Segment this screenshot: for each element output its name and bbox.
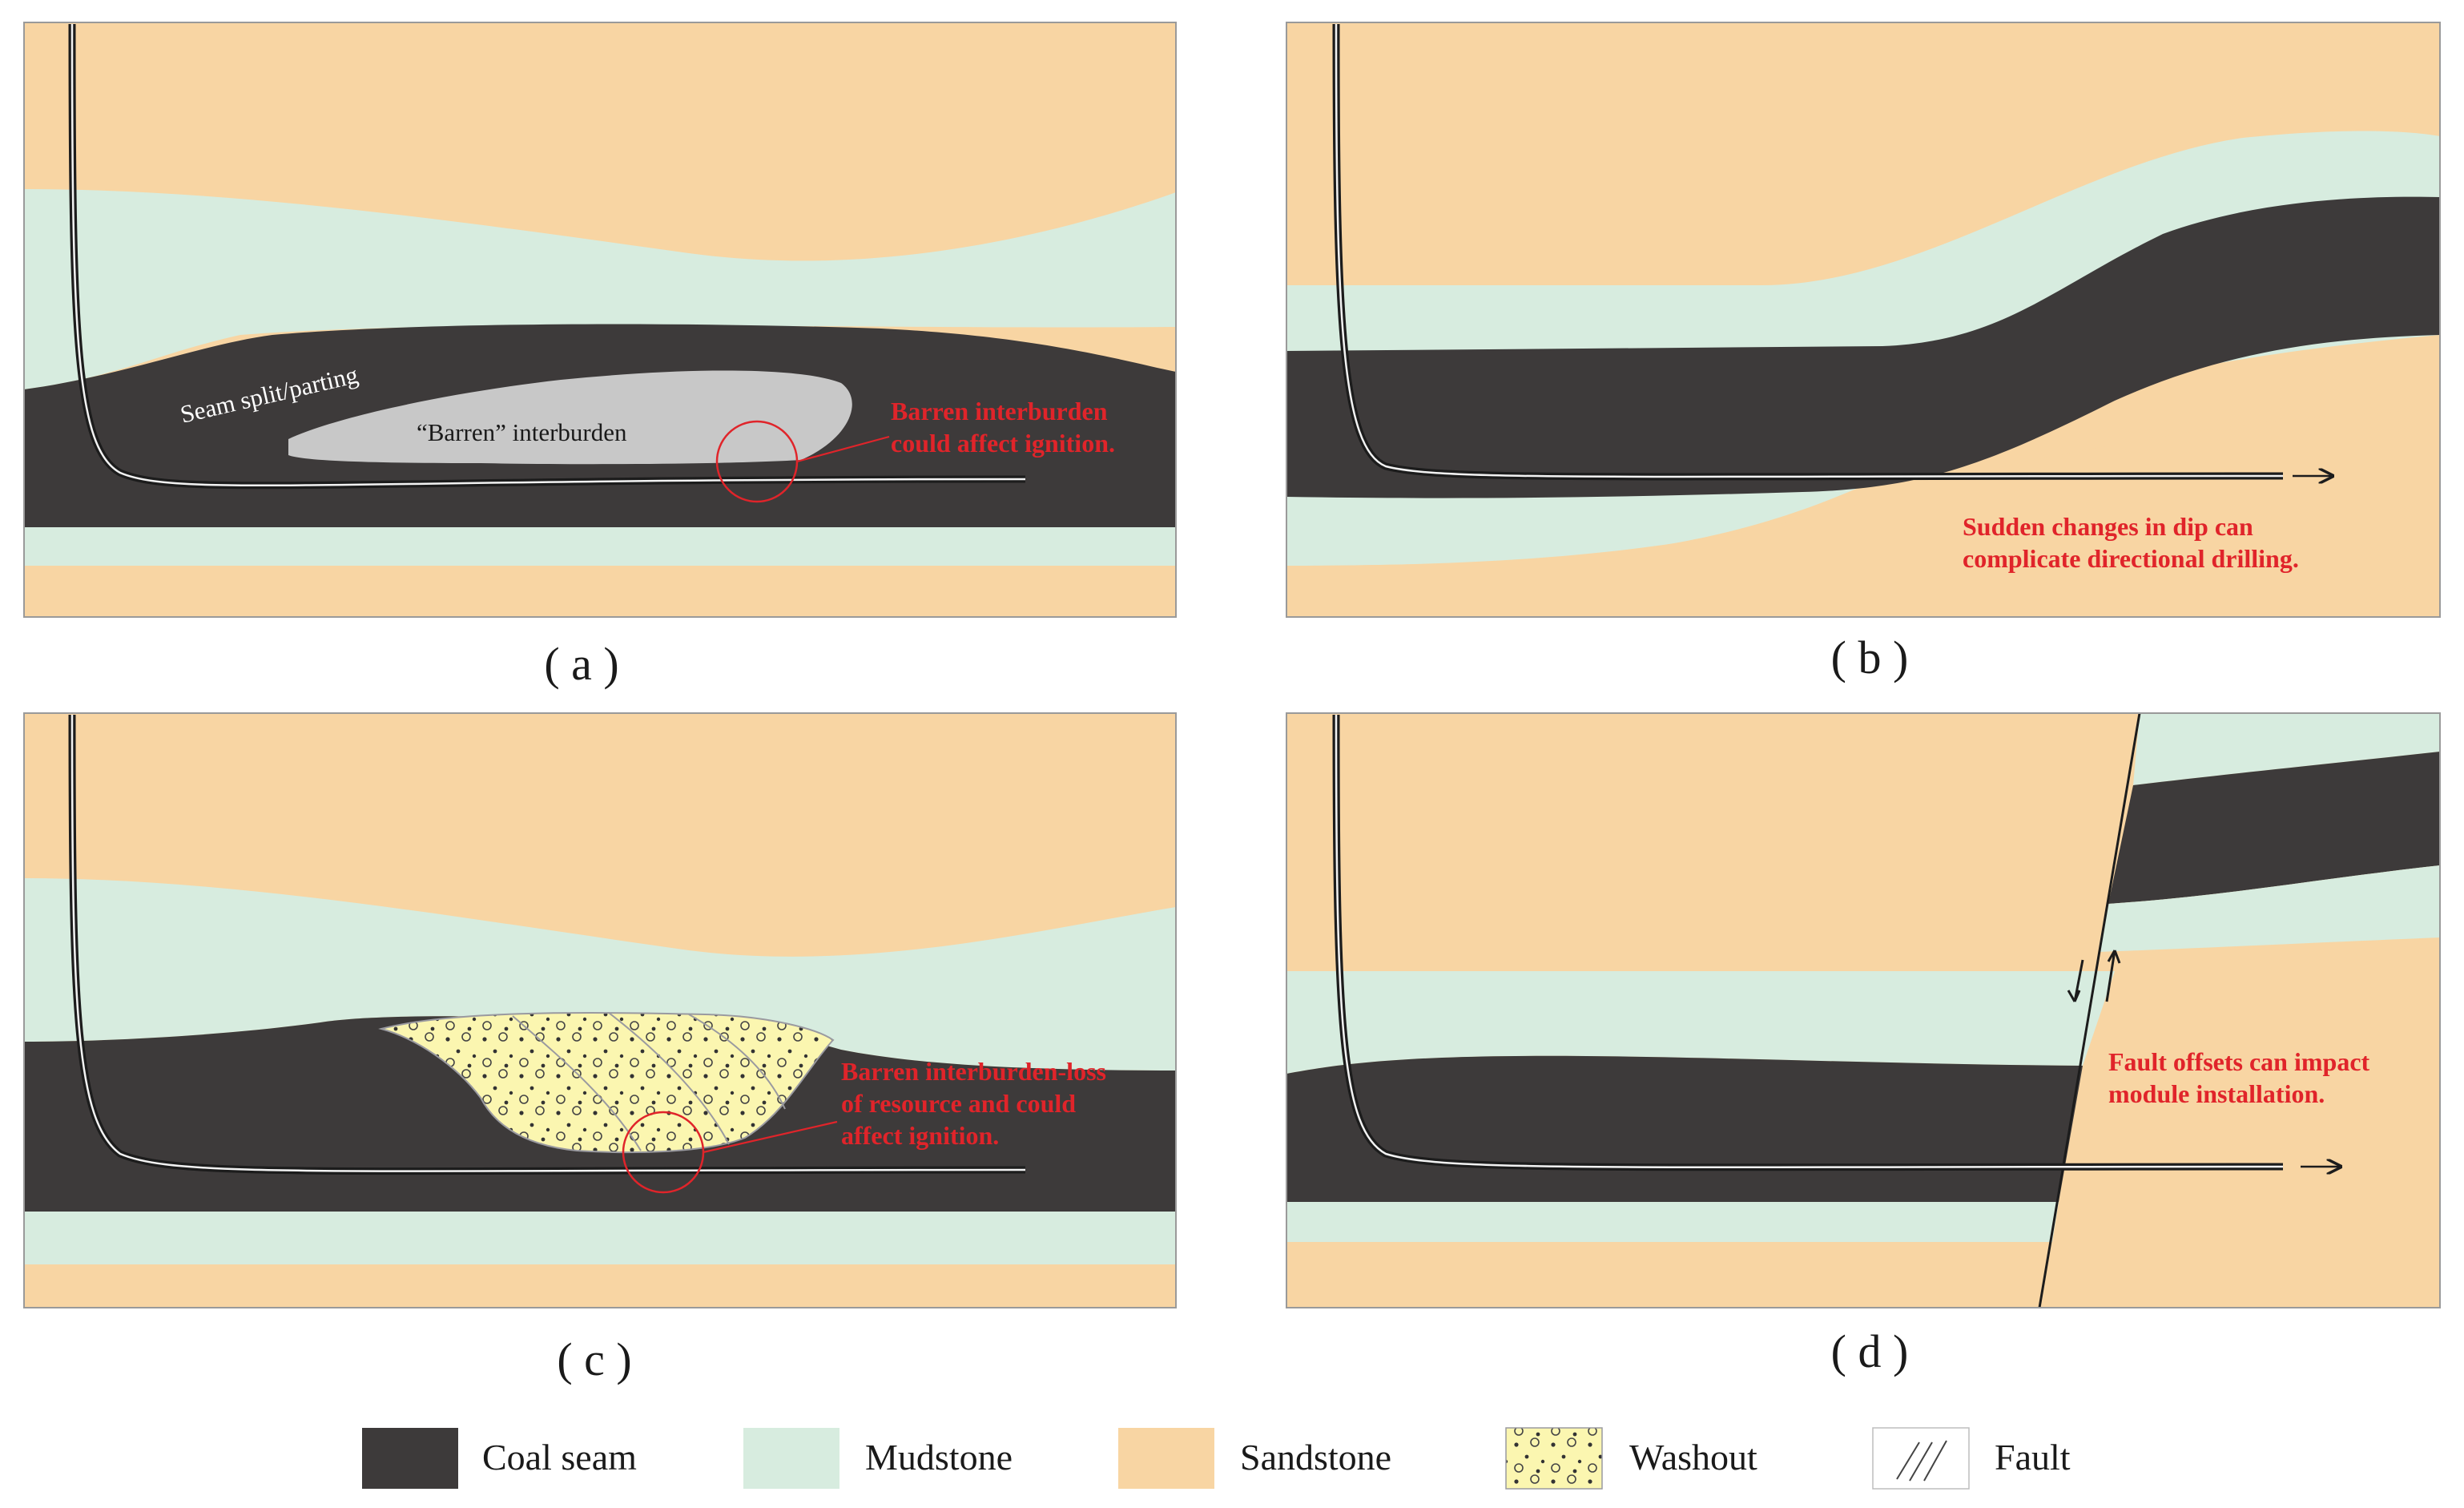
caption-b: ( b ) <box>1831 631 1909 683</box>
panel-a: Seam split/parting “Barren” interburden … <box>23 22 1177 690</box>
well-bore-center <box>70 23 1026 487</box>
note-a-line2: could affect ignition. <box>891 429 1115 458</box>
mudstone-layer <box>1286 1202 2059 1242</box>
panel-frame <box>1286 22 2441 618</box>
coal-seam-layer <box>2108 752 2440 904</box>
callout-line <box>703 1120 838 1154</box>
mudstone-layer <box>1286 971 2115 1074</box>
interburden-label: “Barren” interburden <box>417 418 627 446</box>
well-bore-center <box>1335 714 2284 1168</box>
caption-c: ( c ) <box>557 1333 631 1385</box>
panel-c: Barren interburden-loss of resource and … <box>23 712 1177 1385</box>
legend-label-fault: Fault <box>1995 1437 2071 1478</box>
legend-swatch-coal <box>362 1428 458 1489</box>
barren-interburden-lens <box>288 370 852 465</box>
legend-label-washout: Washout <box>1629 1437 1757 1478</box>
mudstone-layer <box>24 189 1176 389</box>
mudstone-layer <box>24 878 1176 1071</box>
panel-frame <box>23 712 1177 1308</box>
legend-swatch-fault <box>1872 1427 1970 1490</box>
caption-d: ( d ) <box>1831 1325 1909 1377</box>
washout-body <box>378 1011 835 1154</box>
mudstone-layer <box>24 1212 1176 1264</box>
caption-a: ( a ) <box>544 638 618 690</box>
note-c-line2: of resource and could <box>841 1089 1076 1118</box>
note-b-line2: complicate directional drilling. <box>1963 544 2299 573</box>
coal-seam-layer <box>1286 1055 2083 1202</box>
panel-b: Sudden changes in dip can complicate dir… <box>1286 22 2441 683</box>
fault-slip-arrow-down <box>2067 959 2084 1002</box>
legend-swatch-washout <box>1505 1427 1603 1490</box>
mudstone-layer <box>2099 865 2440 952</box>
note-a-line1: Barren interburden <box>891 397 1108 425</box>
mudstone-layer <box>24 527 1176 566</box>
note-c-line3: affect ignition. <box>841 1121 999 1150</box>
mudstone-layer <box>2133 713 2440 785</box>
legend-swatch-mudstone <box>743 1428 839 1489</box>
legend-label-mudstone: Mudstone <box>865 1437 1013 1478</box>
well-bore-center <box>70 714 1026 1172</box>
washout-boundary <box>688 1014 786 1110</box>
fault-symbol-icon <box>1896 1440 1947 1482</box>
panel-d: Fault offsets can impact module installa… <box>1286 712 2441 1377</box>
panel-frame <box>23 22 1177 618</box>
panel-frame <box>1286 712 2441 1308</box>
note-d-line1: Fault offsets can impact <box>2108 1047 2370 1076</box>
legend-swatch-sandstone <box>1118 1428 1214 1489</box>
fault-line <box>2038 712 2141 1308</box>
legend-label-coal: Coal seam <box>482 1437 637 1478</box>
sandstone-layer <box>1286 410 2440 617</box>
fault-slip-arrow-up <box>2105 950 2121 1002</box>
washout-boundary <box>608 1012 730 1145</box>
note-b-line1: Sudden changes in dip can <box>1963 512 2253 541</box>
note-d-line2: module installation. <box>2108 1079 2325 1108</box>
legend-label-sandstone: Sandstone <box>1240 1437 1391 1478</box>
coal-seam-layer <box>1286 196 2440 498</box>
well-bore-center <box>1335 23 2284 478</box>
note-c-line1: Barren interburden-loss <box>841 1057 1106 1086</box>
callout-line <box>796 435 890 463</box>
legend: Coal seam Mudstone Sandstone Washout Fau… <box>362 1427 2071 1490</box>
